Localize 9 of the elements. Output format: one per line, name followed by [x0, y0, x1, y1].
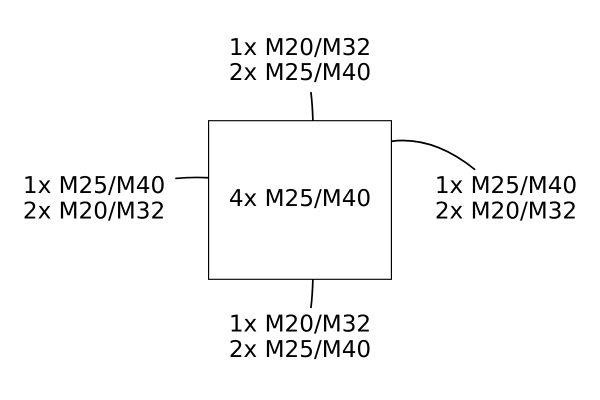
connector — [392, 140, 476, 170]
node-text: 1x M20/M32 2x M25/M40 — [228, 34, 372, 86]
node-text: 1x M20/M32 2x M25/M40 — [228, 311, 372, 363]
node-box: 4x M25/M40 — [208, 120, 392, 280]
node-text: 1x M25/M40 2x M20/M32 — [22, 173, 166, 225]
connector — [175, 176, 208, 180]
node-text: 1x M25/M40 2x M20/M32 — [434, 173, 578, 225]
connector — [310, 92, 314, 121]
connector — [310, 279, 314, 308]
